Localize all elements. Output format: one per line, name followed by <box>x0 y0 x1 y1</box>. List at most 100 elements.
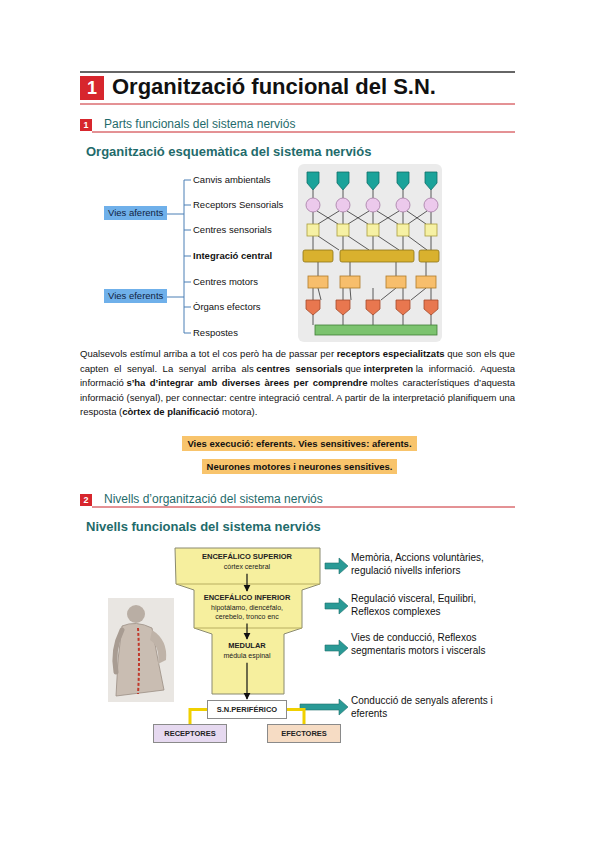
schematic-link <box>431 212 432 224</box>
schematic-link <box>318 262 319 276</box>
level-label: Integració central <box>193 250 272 262</box>
effector-box: EFECTORES <box>267 724 341 743</box>
sensory-square <box>397 224 409 236</box>
bold-phrase: còrtex de planificació <box>122 406 219 417</box>
rule-line <box>92 132 515 133</box>
node-heading: 1 <box>87 79 97 97</box>
schematic-link <box>403 288 404 300</box>
level-label: Respostes <box>193 327 238 339</box>
receptor-circle <box>366 198 380 212</box>
schematic-link <box>348 236 369 250</box>
motor-square <box>386 276 406 288</box>
rule-line <box>80 104 515 105</box>
schematic-link <box>411 288 426 300</box>
schematic-link <box>408 211 427 224</box>
node-heading: EFECTORES <box>271 729 337 738</box>
node-heading: ENCEFÁLICO INFERIOR <box>197 593 297 602</box>
effector-shape <box>366 300 380 315</box>
effector-shape <box>306 300 320 315</box>
stimulus-arrow <box>367 172 379 190</box>
highlight-note: Vies execució: eferents. Vies sensitives… <box>182 436 416 451</box>
chapter-badge: 1 <box>80 76 104 100</box>
schematic-link <box>373 236 374 250</box>
section-heading: Parts funcionals del sistema nerviós <box>104 117 295 132</box>
schematic-link <box>378 236 399 250</box>
bold-phrase: receptors especialitzats <box>337 348 445 359</box>
schematic-link <box>343 190 344 198</box>
schematic-link <box>318 211 339 224</box>
connector <box>190 710 207 725</box>
schematic-ground <box>298 164 442 342</box>
node-detail: médula espinal <box>215 652 279 661</box>
schematic-link <box>373 190 374 198</box>
schematic-link <box>431 314 432 325</box>
schematic-link <box>347 211 368 224</box>
sensory-square <box>337 224 349 236</box>
level-box: ENCEFÁLICO SUPERIORcórtex cerebral <box>177 551 317 573</box>
receptor-circle <box>424 198 438 212</box>
paragraph-text: Qualsevols estímul arriba a tot el cos p… <box>80 348 334 359</box>
schematic-link <box>313 314 314 325</box>
effector-shape <box>336 300 350 315</box>
paragraph-text: motora). <box>222 406 257 417</box>
bold-phrase: interpreten <box>364 363 414 374</box>
section-badge: 1 <box>80 119 92 131</box>
level-function: Conducció de senyals aferents i eferents <box>351 695 511 720</box>
node-heading: RECEPTORES <box>157 729 223 738</box>
bracket-tick <box>166 214 184 215</box>
node-heading: S.N.PERIFÉRICO <box>211 705 283 714</box>
bracket-tick <box>166 297 184 298</box>
motor-square <box>340 276 360 288</box>
schematic-link <box>381 288 396 300</box>
level-function: Memòria, Accions voluntàries, regulació … <box>351 552 511 577</box>
level-label: Òrgans efectors <box>193 301 261 313</box>
integration-bar <box>419 250 439 262</box>
level-box: ENCEFÁLICO INFERIOR hipotálamo, diencéfal… <box>195 592 299 623</box>
receptor-box: RECEPTORES <box>153 724 227 743</box>
bold-phrase: centres sensorials <box>256 363 342 374</box>
schematic-link <box>408 236 427 250</box>
schematic-link <box>396 262 397 276</box>
schematic-link <box>350 288 351 300</box>
rule-line <box>92 507 515 508</box>
page-title: Organització funcional del S.N. <box>112 74 436 100</box>
section-heading: Nivells d’organització del sistema nervi… <box>104 492 323 507</box>
schematic-link <box>403 314 404 325</box>
section-badge: 2 <box>80 494 92 506</box>
funnel-divider <box>176 584 320 585</box>
schematic-link <box>431 288 432 300</box>
schematic-link <box>313 190 314 198</box>
sensory-square <box>307 224 319 236</box>
level-box: MEDULARmédula espinal <box>213 640 281 662</box>
receptor-circle <box>336 198 350 212</box>
connector <box>246 624 247 640</box>
schematic-link <box>343 236 344 250</box>
paragraph-text: que <box>345 363 361 374</box>
schematic-link <box>343 314 344 325</box>
node-heading: ENCEFÁLICO SUPERIOR <box>179 552 315 561</box>
node-heading: 2 <box>83 496 88 505</box>
highlight-note: Neurones motores i neurones sensitives. <box>202 459 398 474</box>
highlight-row: Vies execució: eferents. Vies sensitives… <box>0 433 599 451</box>
node-detail: hipotálamo, diencéfalo, cerebelo, tronco… <box>197 604 297 622</box>
schematic-link <box>313 236 314 250</box>
connector <box>287 710 304 725</box>
level-label: Canvis ambientals <box>193 174 271 186</box>
effector-shape <box>424 300 438 315</box>
schematic <box>303 172 439 335</box>
schematic-link <box>343 288 344 300</box>
stimulus-arrow <box>425 172 437 190</box>
schematic-link <box>403 212 404 224</box>
schematic-link <box>317 211 338 224</box>
subheading: Nivells funcionals del sistema nerviós <box>86 519 321 535</box>
funnel-divider <box>194 628 302 629</box>
receptor-circle <box>306 198 320 212</box>
highlight-row: Neurones motores i neurones sensitives. <box>0 456 599 474</box>
motor-square <box>308 276 328 288</box>
level-label: Centres motors <box>193 276 258 288</box>
person-illustration <box>108 598 174 702</box>
schematic-link <box>403 190 404 198</box>
level-label: Centres sensorials <box>193 224 272 236</box>
connector <box>246 574 247 591</box>
